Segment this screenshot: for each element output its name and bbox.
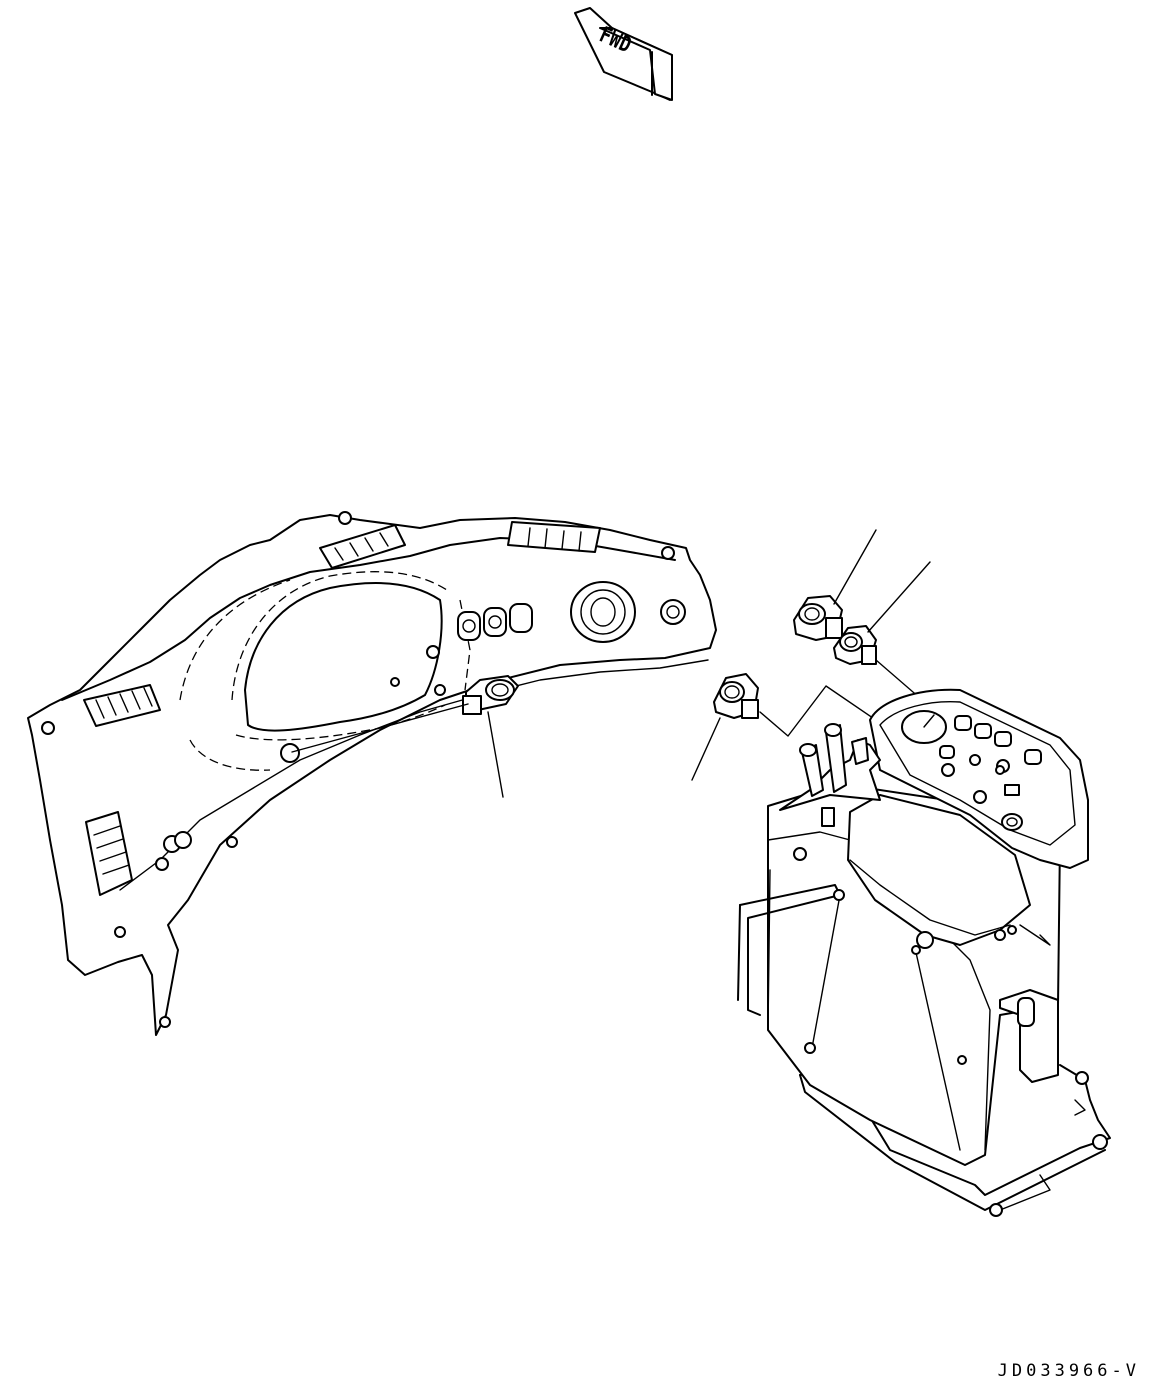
mounting-hole xyxy=(661,546,675,560)
switch-dashboard xyxy=(462,675,519,715)
vent-grille-left-side xyxy=(85,811,133,896)
vent-grille-left-top xyxy=(83,684,161,727)
forward-arrow: FWD xyxy=(574,7,673,101)
leader-line xyxy=(291,703,469,753)
leader-line xyxy=(833,529,877,605)
vent-grille-top-middle xyxy=(319,524,406,569)
operator-control-console xyxy=(737,688,1111,1217)
control-knob xyxy=(660,599,686,625)
mounting-hole xyxy=(159,1016,171,1028)
leader-line xyxy=(691,717,721,781)
switch-console-a xyxy=(793,595,843,641)
mounting-hole xyxy=(226,836,238,848)
switch-location-dashboard xyxy=(280,743,300,763)
dashboard-panel xyxy=(27,511,717,1036)
control-levers xyxy=(779,723,881,861)
leader-line xyxy=(487,711,504,798)
mounting-hole xyxy=(41,721,55,735)
round-vent xyxy=(570,581,636,643)
vent-grille-top-right xyxy=(507,521,601,553)
mounting-hole xyxy=(338,511,352,525)
leader-line xyxy=(867,561,931,633)
switch-bank-left xyxy=(114,831,192,938)
switch-console-c xyxy=(713,673,759,719)
switch-console-b xyxy=(833,625,877,665)
switch-bank-panel xyxy=(390,603,533,696)
drawing-number: JD033966-V xyxy=(997,1361,1140,1381)
